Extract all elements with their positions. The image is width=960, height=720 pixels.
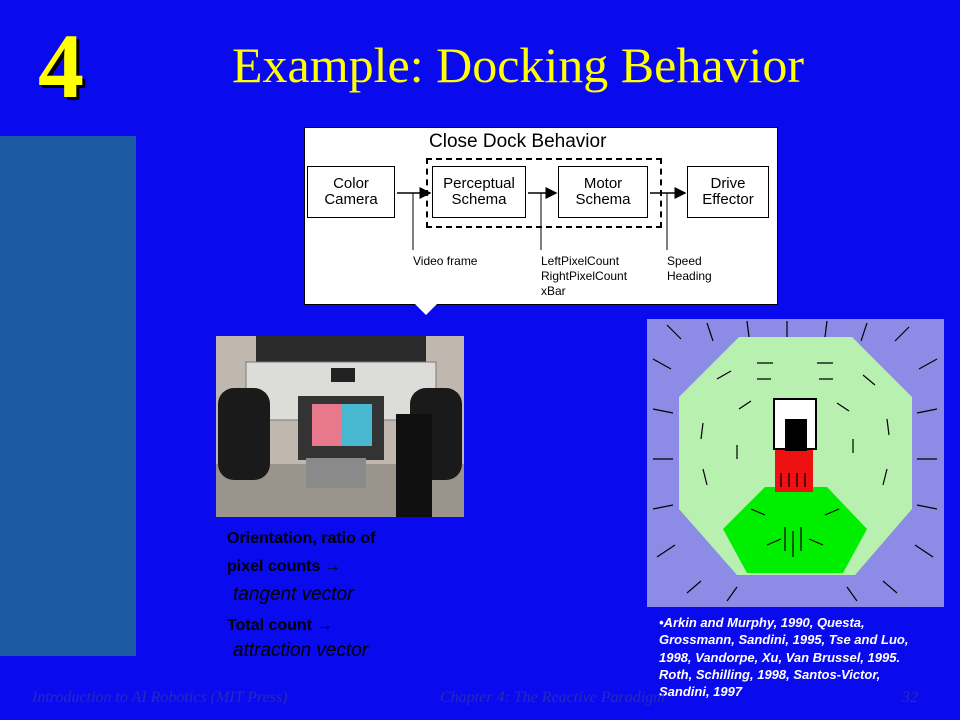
speed-heading-label: Speed Heading <box>667 254 712 283</box>
footer-page-number: 32 <box>902 689 918 706</box>
robot-illustration <box>216 336 464 517</box>
perceptual-schema-box: Perceptual Schema <box>432 166 526 218</box>
slide-title: Example: Docking Behavior <box>232 37 805 93</box>
behavior-diagram: Close Dock Behavior Color Camera Percept… <box>304 127 778 305</box>
potential-field-figure <box>647 319 944 607</box>
pixel-count-label: LeftPixelCount RightPixelCount xBar <box>541 254 628 298</box>
side-bar <box>0 136 136 656</box>
video-frame-label: Video frame <box>413 254 478 268</box>
drive-effector-box: Drive Effector <box>687 166 769 218</box>
footer-chapter: Chapter 4: The Reactive Paradigm <box>440 689 665 706</box>
diagram-title: Close Dock Behavior <box>429 131 607 152</box>
potential-field-vectors <box>647 319 944 607</box>
attraction-vector-caption: attraction vector <box>233 640 369 661</box>
color-camera-box: Color Camera <box>307 166 395 218</box>
chapter-number: 4 <box>38 15 84 117</box>
robot-photo <box>216 336 464 517</box>
callout-pointer <box>414 303 438 315</box>
diagram-connectors <box>397 187 687 250</box>
orientation-caption-line1: Orientation, ratio of <box>227 530 376 547</box>
orientation-caption-line2: pixel counts → <box>227 558 341 575</box>
total-count-caption: Total count → <box>227 617 333 634</box>
references-text: •Arkin and Murphy, 1990, Questa, Grossma… <box>659 615 909 700</box>
tangent-vector-caption: tangent vector <box>233 584 354 605</box>
footer-book-title: Introduction to AI Robotics (MIT Press) <box>32 689 288 706</box>
motor-schema-box: Motor Schema <box>558 166 648 218</box>
